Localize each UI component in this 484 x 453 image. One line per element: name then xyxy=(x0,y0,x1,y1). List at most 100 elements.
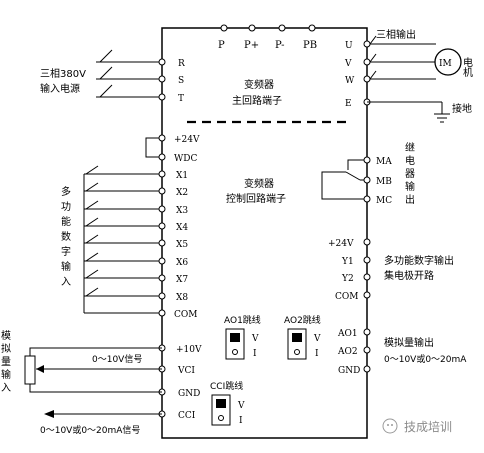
analog-terminal-label: GND xyxy=(338,366,360,376)
relay-output-label: 继电器输出 xyxy=(403,141,415,207)
wire-w-stub xyxy=(369,70,377,80)
left-terminal-label: WDC xyxy=(174,154,197,164)
terminal-v xyxy=(363,58,371,66)
left-terminal-label: X6 xyxy=(176,258,188,268)
inverter-body xyxy=(161,27,368,439)
control-circuit-title: 控制回路端子 xyxy=(226,192,286,205)
collector-output-label: 多功能数字输出 xyxy=(384,254,454,267)
terminal-w xyxy=(363,75,371,83)
right-terminal-label: +24V xyxy=(328,239,354,249)
output-section: U V W E 三相输出 IM 电机 接地 xyxy=(344,28,473,123)
current-signal-label: 0～10V或0～20mA信号 xyxy=(40,424,140,436)
analog-terminal-label: AO1 xyxy=(337,329,358,339)
left-terminal-label: +10V xyxy=(176,345,202,355)
terminal-p xyxy=(220,24,228,32)
cci-jumper-cap xyxy=(216,399,226,408)
relay-terminal-label: MB xyxy=(376,177,392,187)
wire-s-stub xyxy=(99,66,113,80)
collector-output-label: 集电极开路 xyxy=(384,269,434,282)
cci-jumper-pin xyxy=(218,415,224,421)
multi-input-label: 多功能数字输入 xyxy=(59,185,71,291)
main-circuit-title: 变频器 xyxy=(244,78,274,91)
top-terminal-label: PB xyxy=(303,40,317,51)
wdc-jumper-wire xyxy=(145,137,162,158)
jumper-v-label: V xyxy=(237,401,245,411)
digital-input-wiring xyxy=(83,165,162,314)
left-terminal-label: X7 xyxy=(176,275,188,285)
terminal-ma xyxy=(363,156,371,164)
left-control-terminals: +24V WDC xyxy=(83,134,202,421)
terminal-com-left xyxy=(158,309,166,317)
terminal-ao2 xyxy=(363,346,371,354)
terminal-wdc xyxy=(158,153,166,161)
motor-label: IM xyxy=(439,59,452,69)
motor-icon xyxy=(434,48,462,76)
jumper-i-label: I xyxy=(315,349,319,359)
output-terminal-label: W xyxy=(345,76,355,86)
output-terminal-label: E xyxy=(345,99,352,109)
voltage-signal-label: 0～10V信号 xyxy=(92,353,142,365)
analog-input-wiring xyxy=(24,347,162,415)
jumper-v-label: V xyxy=(251,334,259,344)
terminal-x6 xyxy=(158,257,166,265)
terminal-x2 xyxy=(158,187,166,195)
top-terminal-label: P- xyxy=(275,40,285,51)
terminal-plus24v-left xyxy=(158,134,166,142)
input-terminal-label: R xyxy=(178,59,185,69)
input-terminal-label: S xyxy=(178,76,184,86)
main-circuit-title: 主回路端子 xyxy=(232,94,282,107)
ground-icon xyxy=(434,113,450,123)
wechat-icon xyxy=(382,418,398,434)
cci-jumper-label: CCI跳线 xyxy=(210,380,243,392)
right-terminal-label: COM xyxy=(335,292,358,302)
left-terminal-label: X3 xyxy=(176,206,188,216)
terminal-pb xyxy=(308,24,316,32)
terminal-s xyxy=(158,75,166,83)
terminal-x8 xyxy=(158,292,166,300)
relay-terminal-label: MA xyxy=(376,157,392,167)
left-terminal-label: COM xyxy=(174,310,197,320)
terminal-u xyxy=(363,40,371,48)
terminal-x4 xyxy=(158,222,166,230)
terminal-p-minus xyxy=(278,24,286,32)
cci-jumper: CCI跳线 V I xyxy=(210,380,245,426)
analog-output-label: 0～10V或0～20mA xyxy=(384,353,467,365)
terminal-t xyxy=(158,93,166,101)
jumper-i-label: I xyxy=(253,349,257,359)
input-power: 三相380V 输入电源 R S T xyxy=(40,49,185,104)
right-digital-outputs: +24V Y1 Y2 COM 多功能数字输出 集电极开路 xyxy=(328,238,454,302)
analog-output-label: 模拟量输出 xyxy=(384,336,434,349)
ao1-jumper-pin xyxy=(232,349,238,355)
terminal-gnd-right xyxy=(363,365,371,373)
terminal-r xyxy=(158,58,166,66)
left-terminal-label: X1 xyxy=(176,171,188,181)
wire-u-stub xyxy=(369,35,377,45)
ground-label: 接地 xyxy=(452,102,472,115)
left-terminal-label: VCI xyxy=(177,366,195,376)
left-terminal-label: GND xyxy=(178,389,200,399)
terminal-com-right xyxy=(363,291,371,299)
left-terminal-label: CCI xyxy=(178,411,196,421)
terminal-y1 xyxy=(363,256,371,264)
wire-v-stub xyxy=(369,53,377,63)
ao2-jumper-pin xyxy=(294,349,300,355)
ao1-jumper: AO1跳线 V I xyxy=(224,314,261,360)
current-signal-arrow-icon xyxy=(44,410,54,418)
terminal-y2 xyxy=(363,273,371,281)
terminal-x3 xyxy=(158,205,166,213)
potentiometer-arrow-icon xyxy=(36,365,44,373)
watermark-text: 技成培训 xyxy=(404,419,452,434)
output-terminal-label: U xyxy=(345,41,353,51)
terminal-ao1 xyxy=(363,328,371,336)
terminal-p-plus xyxy=(248,24,256,32)
left-terminal-label: X5 xyxy=(176,240,188,250)
analog-terminal-label: AO2 xyxy=(337,347,358,357)
wire-t-stub xyxy=(99,84,113,98)
right-terminal-label: Y1 xyxy=(341,257,354,267)
three-phase-output-label: 三相输出 xyxy=(376,28,416,41)
relay-common xyxy=(321,171,367,200)
top-terminal-label: P+ xyxy=(244,40,259,51)
input-power-label: 三相380V xyxy=(40,67,86,80)
ao1-jumper-cap xyxy=(230,333,240,342)
